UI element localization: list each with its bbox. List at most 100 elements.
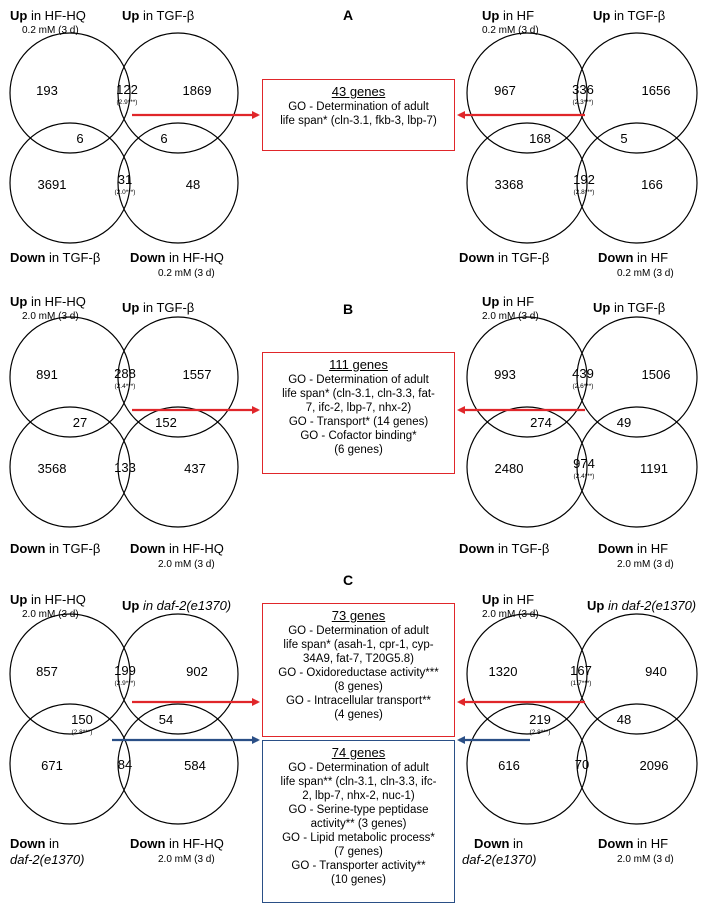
go-box-line: life span* (cln-3.1, fkb-3, lbp-7) xyxy=(280,115,437,127)
ratio-bottom: (2.8***) xyxy=(574,189,595,196)
count-tr: 902 xyxy=(186,664,208,679)
go-box-line: GO - Cofactor binding* xyxy=(300,430,417,442)
count-bottom: 192 xyxy=(573,172,595,187)
ratio-bottom: (2.0***) xyxy=(115,189,136,196)
circle-down-tgf xyxy=(466,122,588,244)
go-box-line: life span* (cln-3.1, cln-3.3, fat- xyxy=(282,388,435,400)
ratio-top: (2.9***) xyxy=(115,680,136,687)
go-box-title: 43 genes xyxy=(331,84,386,99)
go-box-line: (6 genes) xyxy=(334,444,383,456)
circle-down-hf xyxy=(576,122,698,244)
count-bl: 671 xyxy=(41,758,63,773)
label-bl: Down in TGF-β xyxy=(459,250,549,265)
label-tl: Up in HF-HQ xyxy=(10,294,86,309)
count-left: 27 xyxy=(73,415,87,430)
venn-a-left: Up in HF-HQ 0.2 mM (3 d) Up in TGF-β Dow… xyxy=(9,8,239,279)
label-tr: Up in daf-2(e1370) xyxy=(122,598,231,613)
count-tr: 1557 xyxy=(183,367,212,382)
label-br-sub: 2.0 mM (3 d) xyxy=(158,559,215,570)
circle-down-daf2 xyxy=(466,703,588,825)
go-box-line: GO - Determination of adult xyxy=(288,101,429,113)
go-box-c-blue: 74 genes GO - Determination of adult lif… xyxy=(262,740,455,903)
count-top: 122 xyxy=(116,82,138,97)
venn-a-right: Up in HF 0.2 mM (3 d) Up in TGF-β Down i… xyxy=(459,8,698,279)
go-box-line: GO - Determination of adult xyxy=(288,625,429,637)
go-box-line: GO - Determination of adult xyxy=(288,762,429,774)
venn-b-right: Up in HF 2.0 mM (3 d) Up in TGF-β Down i… xyxy=(459,294,698,570)
go-box-line: activity** (3 genes) xyxy=(310,818,407,830)
label-tl: Up in HF xyxy=(482,8,534,23)
count-bl: 3691 xyxy=(38,177,67,192)
count-br: 1191 xyxy=(640,461,668,476)
label-bl: Down in xyxy=(10,836,59,851)
go-box-b: 111 genes GO - Determination of adult li… xyxy=(262,352,455,474)
label-bl: Down in TGF-β xyxy=(10,541,100,556)
label-tl-sub: 2.0 mM (3 d) xyxy=(22,311,79,322)
label-br-sub: 0.2 mM (3 d) xyxy=(158,268,215,279)
count-tl: 891 xyxy=(36,367,58,382)
count-right: 54 xyxy=(159,712,173,727)
circle-down-tgf xyxy=(9,406,131,528)
count-tl: 1320 xyxy=(489,664,518,679)
circle-up-daf2 xyxy=(576,613,698,735)
count-tr: 1869 xyxy=(183,83,212,98)
count-tr: 1656 xyxy=(642,83,671,98)
ratio-left: (2.8***) xyxy=(530,729,551,736)
count-bl: 3368 xyxy=(495,177,524,192)
go-box-line: GO - Determination of adult xyxy=(288,374,429,386)
label-br: Down in HF xyxy=(598,541,668,556)
count-top: 439 xyxy=(572,366,594,381)
circle-up-tgf xyxy=(576,316,698,438)
circle-down-hf xyxy=(576,703,698,825)
go-box-title: 111 genes xyxy=(329,357,388,372)
circle-up-hfhq xyxy=(9,32,131,154)
count-br: 584 xyxy=(184,758,206,773)
count-right: 5 xyxy=(620,131,627,146)
label-br: Down in HF-HQ xyxy=(130,250,224,265)
go-box-a: 43 genes GO - Determination of adult lif… xyxy=(262,79,455,151)
circle-up-hf xyxy=(466,32,588,154)
label-tl: Up in HF-HQ xyxy=(10,8,86,23)
count-right: 152 xyxy=(155,415,177,430)
count-left: 168 xyxy=(529,131,551,146)
label-bl: Down in xyxy=(474,836,523,851)
count-br: 437 xyxy=(184,461,206,476)
venn-c-left: Up in HF-HQ 2.0 mM (3 d) Up in daf-2(e13… xyxy=(9,592,239,867)
ratio-top: (1.7***) xyxy=(571,680,592,687)
panel-letter-c: C xyxy=(343,572,353,588)
count-right: 48 xyxy=(617,712,631,727)
ratio-top: (2.6***) xyxy=(573,383,594,390)
circle-down-tgf xyxy=(466,406,588,528)
label-br-sub: 0.2 mM (3 d) xyxy=(617,268,674,279)
circle-down-daf2 xyxy=(9,703,131,825)
label-br: Down in HF-HQ xyxy=(130,541,224,556)
count-tl: 193 xyxy=(36,83,58,98)
go-box-c-red: 73 genes GO - Determination of adult lif… xyxy=(262,603,455,737)
count-br: 166 xyxy=(641,177,663,192)
go-box-line: (10 genes) xyxy=(331,874,386,886)
go-box-line: GO - Intracellular transport** xyxy=(285,695,432,707)
go-box-line: (4 genes) xyxy=(334,709,383,721)
label-bl: Down in TGF-β xyxy=(10,250,100,265)
ratio-left: (2.8***) xyxy=(72,729,93,736)
count-bl: 616 xyxy=(498,758,520,773)
count-right: 6 xyxy=(160,131,167,146)
count-left: 6 xyxy=(76,131,83,146)
go-box-line: GO - Oxidoreductase activity*** xyxy=(278,667,439,679)
circle-down-hf xyxy=(576,406,698,528)
label-tl: Up in HF xyxy=(482,592,534,607)
panel-letter-b: B xyxy=(343,301,353,317)
count-bl: 3568 xyxy=(38,461,67,476)
go-box-line: GO - Lipid metabolic process* xyxy=(282,832,435,844)
label-br: Down in HF-HQ xyxy=(130,836,224,851)
label-tl-sub: 0.2 mM (3 d) xyxy=(482,25,539,36)
go-box-line: 2, lbp-7, nhx-2, nuc-1) xyxy=(302,790,415,802)
go-box-line: 34A9, fat-7, T20G5.8) xyxy=(302,653,415,665)
label-tl-sub: 2.0 mM (3 d) xyxy=(482,609,539,620)
circle-down-tgf xyxy=(9,122,131,244)
label-tl-sub: 2.0 mM (3 d) xyxy=(22,609,79,620)
circle-up-hfhq xyxy=(9,316,131,438)
count-left: 150 xyxy=(71,712,93,727)
count-bl: 2480 xyxy=(495,461,524,476)
